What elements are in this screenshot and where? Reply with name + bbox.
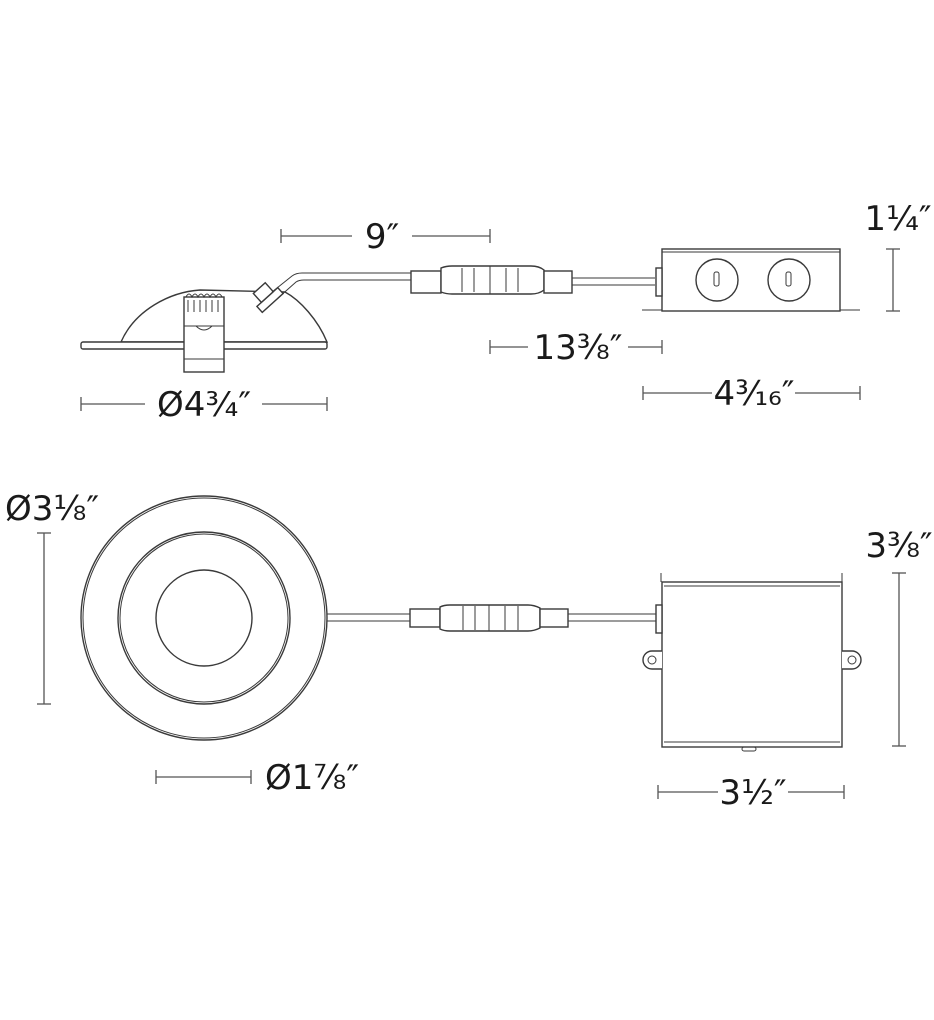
junction-box-side-view [642,248,860,312]
dimension-trim-diameter: Ø3⅛″ [5,489,99,705]
top-view: Ø3⅛″ Ø1⅞″ 3⅜″ 3½″ [5,489,933,813]
label-cable-9in: 9″ [365,217,399,257]
side-view: 9″ 1¼″ 13⅜″ 4³⁄₁₆″ [80,199,932,425]
dimension-box-height: 1¼″ [864,199,932,312]
label-cable-13-3-8in: 13⅜″ [534,328,623,368]
label-trim-diameter: Ø3⅛″ [5,489,99,529]
fixture-side-view [80,272,412,373]
label-box-depth: 3⅜″ [865,526,932,566]
dimension-13-3-8in: 13⅜″ [489,328,663,368]
dimension-fixture-diameter: Ø4¾″ [80,385,328,425]
dimension-aperture-diameter: Ø1⅞″ [155,758,359,798]
fixture-top-view [80,495,328,741]
junction-box-top-view [642,573,862,752]
dimension-box-width: 3½″ [657,773,845,813]
connector-side-view [410,265,655,295]
dimension-9in: 9″ [280,217,491,257]
dimension-box-length: 4³⁄₁₆″ [642,374,861,414]
label-box-height: 1¼″ [864,199,931,239]
label-aperture-diameter: Ø1⅞″ [265,758,359,798]
label-box-width: 3½″ [719,773,786,813]
label-box-length: 4³⁄₁₆″ [714,374,795,414]
dimension-box-depth: 3⅜″ [865,526,933,747]
connector-top-view [327,604,656,632]
label-fixture-diameter: Ø4¾″ [157,385,251,425]
